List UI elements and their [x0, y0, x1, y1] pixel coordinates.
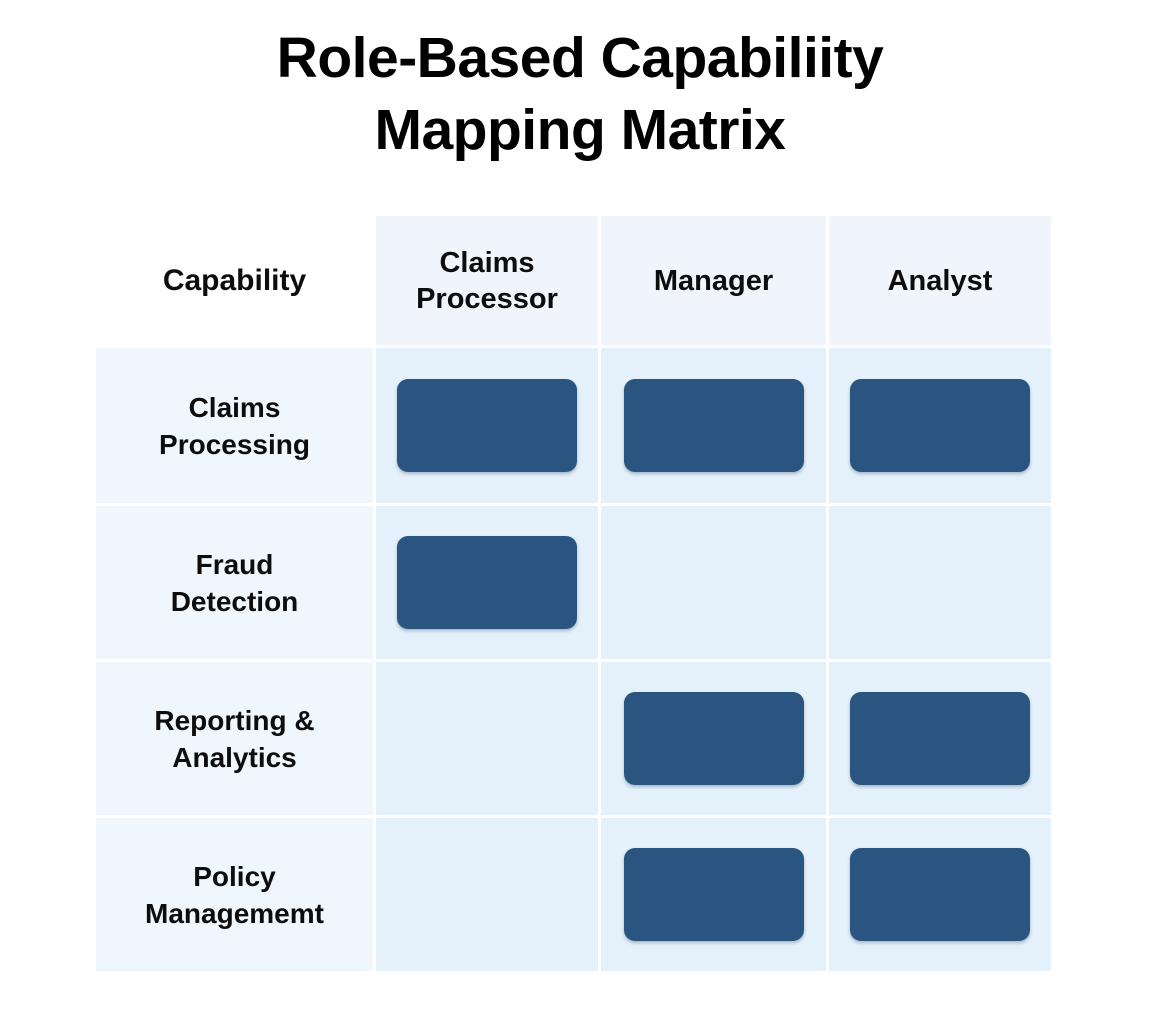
header-manager: Manager	[601, 216, 826, 345]
cell-reporting-analytics-claims-processor[interactable]	[376, 662, 598, 815]
capability-marker	[623, 848, 804, 941]
row-label-fraud-detection: Fraud Detection	[96, 506, 373, 659]
cell-policy-management-claims-processor[interactable]	[376, 818, 598, 971]
cell-fraud-detection-claims-processor[interactable]	[376, 506, 598, 659]
cell-reporting-analytics-manager[interactable]	[601, 662, 826, 815]
cell-fraud-detection-manager[interactable]	[601, 506, 826, 659]
capability-marker	[623, 379, 804, 472]
row-label-policy-management: Policy Managememt	[96, 818, 373, 971]
capability-marker	[850, 848, 1030, 941]
row-label-claims-processing: Claims Processing	[96, 348, 373, 503]
cell-policy-management-analyst[interactable]	[829, 818, 1051, 971]
cell-claims-processing-claims-processor[interactable]	[376, 348, 598, 503]
page-title-line-2: Mapping Matrix	[374, 98, 786, 162]
capability-marker	[850, 692, 1030, 785]
cell-policy-management-manager[interactable]	[601, 818, 826, 971]
capability-marker	[623, 692, 804, 785]
cell-claims-processing-analyst[interactable]	[829, 348, 1051, 503]
row-label-reporting-analytics: Reporting & Analytics	[96, 662, 373, 815]
capability-marker	[397, 536, 577, 629]
capability-marker	[397, 379, 577, 472]
header-claims-processor: Claims Processor	[376, 216, 598, 345]
page-title: Role-Based Capabiliity Mapping Matrix	[0, 22, 1160, 166]
capability-role-matrix: Capability Claims Processor Manager Anal…	[96, 216, 1051, 971]
header-analyst: Analyst	[829, 216, 1051, 345]
cell-fraud-detection-analyst[interactable]	[829, 506, 1051, 659]
header-capability: Capability	[96, 216, 373, 345]
cell-reporting-analytics-analyst[interactable]	[829, 662, 1051, 815]
capability-marker	[850, 379, 1030, 472]
cell-claims-processing-manager[interactable]	[601, 348, 826, 503]
page-title-line-1: Role-Based Capabiliity	[276, 26, 884, 90]
